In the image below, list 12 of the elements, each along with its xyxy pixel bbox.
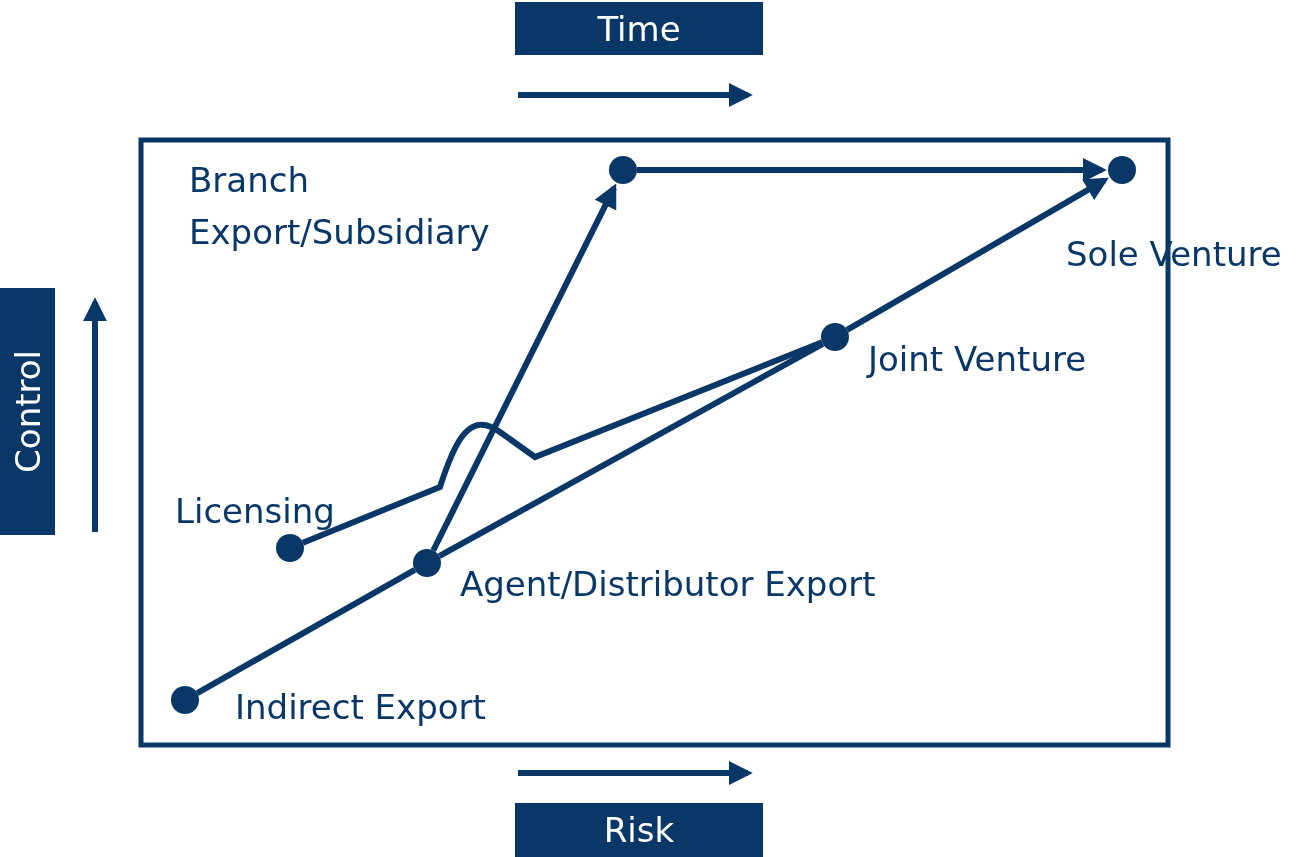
point-label: Licensing <box>175 490 335 533</box>
connector-line <box>195 567 417 696</box>
point-label: Indirect Export <box>235 686 486 729</box>
axis-title: Control <box>0 288 55 535</box>
axis-title: Time <box>515 2 763 55</box>
point-label: Joint Venture <box>868 338 1087 381</box>
arrow <box>845 177 1109 333</box>
arrow <box>637 158 1107 182</box>
axis-title: Risk <box>515 803 763 857</box>
point-label: Branch Export/Subsidiary <box>189 159 491 254</box>
point-label: Agent/Distributor Export <box>460 563 876 606</box>
arrow <box>430 183 617 552</box>
